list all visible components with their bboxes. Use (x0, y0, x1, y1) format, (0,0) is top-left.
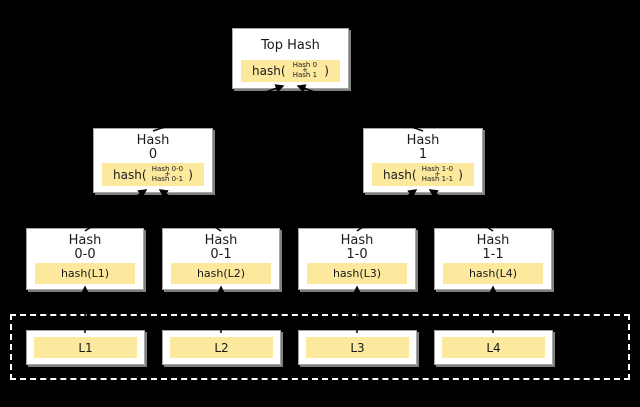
hash-fn-close: ) (458, 167, 463, 182)
hash-1-expression: hash( Hash 1-0 + Hash 1-1 ) (372, 163, 474, 186)
data-block-l1: L1 (26, 330, 145, 365)
hash-1-1-title-line1: Hash (476, 233, 510, 248)
hash-0-0-title-line1: Hash (68, 233, 102, 248)
hash-arg-bottom: Hash 0-1 (151, 174, 184, 183)
arrow-hash-0-0-to-hash-0 (84, 189, 148, 232)
hash-1-0-title-line2: 1-0 (346, 247, 368, 262)
hash-arg-top: Hash 1-0 (421, 164, 454, 173)
top-hash-expression: hash( Hash 0 + Hash 1 ) (241, 60, 340, 82)
hash-1-1-title-line2: 1-1 (482, 247, 504, 262)
data-blocks-region (10, 314, 630, 380)
hash-1-1-label: hash(L4) (443, 263, 543, 284)
hash-1-0-title-line1: Hash (340, 233, 374, 248)
hash-fn-open: hash( (113, 167, 147, 182)
hash-fn-open: hash( (252, 64, 286, 78)
hash-arg-bottom: Hash 1 (292, 71, 318, 79)
data-block-l2-label: L2 (170, 337, 273, 358)
plus-sign: + (164, 169, 171, 178)
hash-arg-top: Hash 0-0 (151, 164, 184, 173)
data-block-l4: L4 (434, 330, 553, 365)
hash-0-title-line2: 0 (148, 147, 158, 162)
top-hash-title: Top Hash (261, 38, 320, 53)
hash-arg-top: Hash 0 (292, 61, 318, 69)
hash-0-1-title-line2: 0-1 (210, 247, 232, 262)
hash-fn-open: hash( (383, 167, 417, 182)
arrow-hash-0-to-top-hash (152, 84, 285, 132)
hash-1-title-line2: 1 (418, 147, 428, 162)
arrow-hash-1-to-top-hash (296, 84, 424, 132)
hash-1-title-line1: Hash (406, 133, 440, 148)
hash-0-1-label: hash(L2) (171, 263, 271, 284)
arrow-hash-1-0-to-hash-1 (356, 189, 418, 232)
data-block-l4-label: L4 (442, 337, 545, 358)
hash-args: Hash 1-0 + Hash 1-1 (421, 164, 454, 183)
data-block-l3: L3 (298, 330, 417, 365)
hash-0-expression: hash( Hash 0-0 + Hash 0-1 ) (102, 163, 204, 186)
hash-arg-bottom: Hash 1-1 (421, 174, 454, 183)
hash-0-1-title-line1: Hash (204, 233, 238, 248)
hash-args: Hash 0 + Hash 1 (292, 61, 318, 79)
hash-fn-close: ) (324, 64, 329, 78)
hash-0-title-line1: Hash (136, 133, 170, 148)
hash-0-0-label: hash(L1) (35, 263, 135, 284)
data-block-l3-label: L3 (306, 337, 409, 358)
hash-fn-close: ) (188, 167, 193, 182)
arrow-hash-1-1-to-hash-1 (428, 189, 494, 232)
hash-args: Hash 0-0 + Hash 0-1 (151, 164, 184, 183)
plus-sign: + (434, 169, 441, 178)
arrow-hash-0-1-to-hash-0 (158, 189, 222, 232)
data-block-l2: L2 (162, 330, 281, 365)
node-top-hash: Top Hash hash( Hash 0 + Hash 1 ) (232, 28, 349, 89)
hash-1-0-label: hash(L3) (307, 263, 407, 284)
hash-0-0-title-line2: 0-0 (74, 247, 96, 262)
plus-sign: + (301, 66, 308, 74)
data-block-l1-label: L1 (34, 337, 137, 358)
